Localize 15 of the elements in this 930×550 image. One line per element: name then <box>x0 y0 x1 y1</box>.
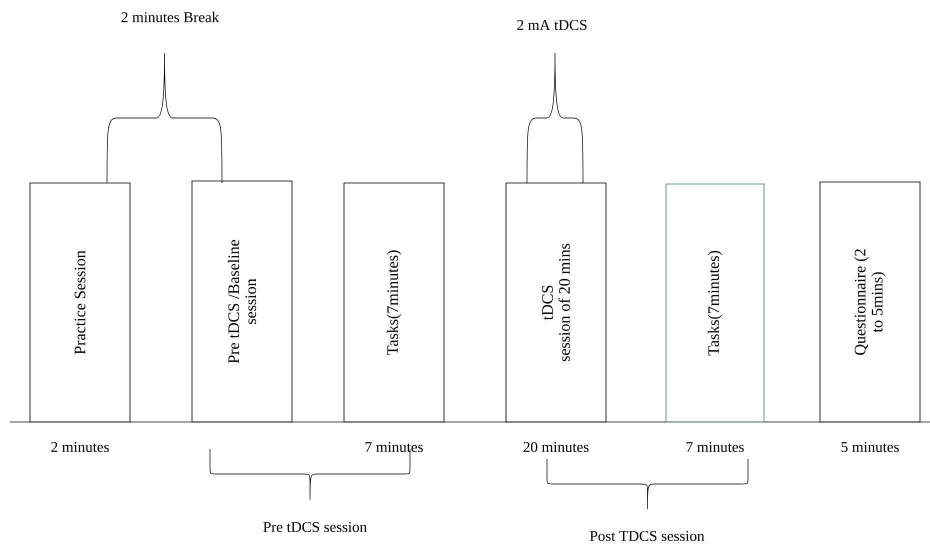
duration-label: 2 minutes <box>51 442 109 452</box>
session-box: Tasks(7minutes) <box>666 184 764 422</box>
duration-label: 5 minutes <box>842 442 899 452</box>
duration-label: 7 minutes <box>366 442 423 452</box>
session-box: Questionnaire (2 to 5mins) <box>820 182 920 422</box>
duration-label: 20 minutes <box>524 442 589 452</box>
bracket-label: Post TDCS session <box>590 530 704 542</box>
session-box: Pre tDCS /Baseline session <box>192 180 292 422</box>
session-box: Practice Session <box>30 182 130 422</box>
session-box: Tasks(7minutes) <box>344 182 444 422</box>
session-box: tDCS session of 20 mins <box>506 182 606 422</box>
duration-label: 7 minutes <box>686 442 744 452</box>
bracket-label: 2 mA tDCS <box>517 20 586 30</box>
bracket-label: Pre tDCS session <box>263 522 367 532</box>
bracket-label: 2 minutes Break <box>122 12 220 22</box>
